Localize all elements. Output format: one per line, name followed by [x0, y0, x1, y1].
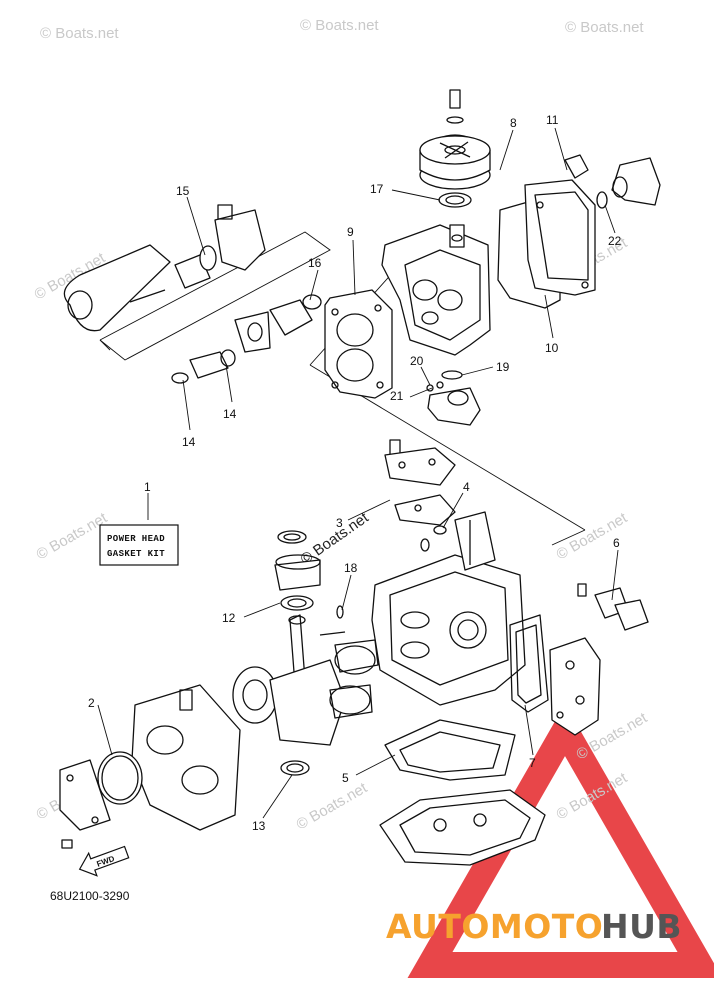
watermark-3: © Boats.net [565, 19, 644, 36]
part-seals [274, 530, 344, 776]
part-lower-case [379, 719, 546, 866]
callout-2: 2 [88, 696, 95, 710]
callout-numbers: 1 2 3 4 5 6 7 8 9 10 11 12 13 14 14 15 1… [88, 113, 622, 833]
callout-10: 10 [545, 341, 559, 355]
callout-4: 4 [463, 480, 470, 494]
callout-6: 6 [613, 536, 620, 550]
brand-logo: AUTOMOTO HUB [386, 907, 682, 946]
callout-12: 12 [222, 611, 236, 625]
callout-16: 16 [308, 256, 322, 270]
part-head-cover [497, 154, 661, 309]
callout-14b: 14 [182, 435, 196, 449]
watermark-6: © Boats.net [34, 509, 111, 563]
part-flywheel-cover [419, 89, 491, 208]
part-exhaust-cover [509, 583, 649, 736]
part-reed-plate [384, 439, 456, 552]
watermark-1: © Boats.net [40, 25, 119, 42]
part-code: 68U2100-3290 [50, 889, 130, 903]
callout-18: 18 [344, 561, 358, 575]
watermark-9: © Boats.net [294, 779, 371, 833]
callout-19: 19 [496, 360, 510, 374]
kit-label-line1: POWER HEAD [107, 534, 165, 544]
callout-7: 7 [529, 756, 536, 770]
watermark-2: © Boats.net [300, 17, 379, 34]
leader-lines [97, 127, 619, 819]
callout-9: 9 [347, 225, 354, 239]
callout-11: 11 [546, 113, 559, 127]
gasket-kit-label: POWER HEAD GASKET KIT [99, 524, 179, 566]
callout-5: 5 [342, 771, 349, 785]
watermark-center: © Boats.net [298, 509, 373, 568]
callout-17: 17 [370, 182, 384, 196]
fwd-arrow-icon: FWD [78, 845, 130, 877]
brand-part1: AUTOMOTO [386, 907, 603, 946]
callout-20: 20 [410, 354, 424, 368]
callout-22: 22 [608, 234, 622, 248]
part-crankshaft [232, 614, 379, 746]
kit-label-line2: GASKET KIT [107, 549, 165, 559]
brand-part2: HUB [601, 907, 682, 946]
part-intake-group [63, 204, 322, 384]
callout-8: 8 [510, 116, 517, 130]
callout-1: 1 [144, 480, 151, 494]
part-head-gasket [324, 289, 393, 399]
callout-3: 3 [336, 516, 343, 530]
callout-13: 13 [252, 819, 266, 833]
part-crankcase-block [371, 511, 526, 706]
callout-14a: 14 [223, 407, 237, 421]
part-thermostat [426, 370, 481, 426]
callout-21: 21 [390, 389, 404, 403]
part-crankcase-upper [381, 224, 491, 356]
callout-15: 15 [176, 184, 190, 198]
part-crankcase-cover [59, 684, 241, 849]
